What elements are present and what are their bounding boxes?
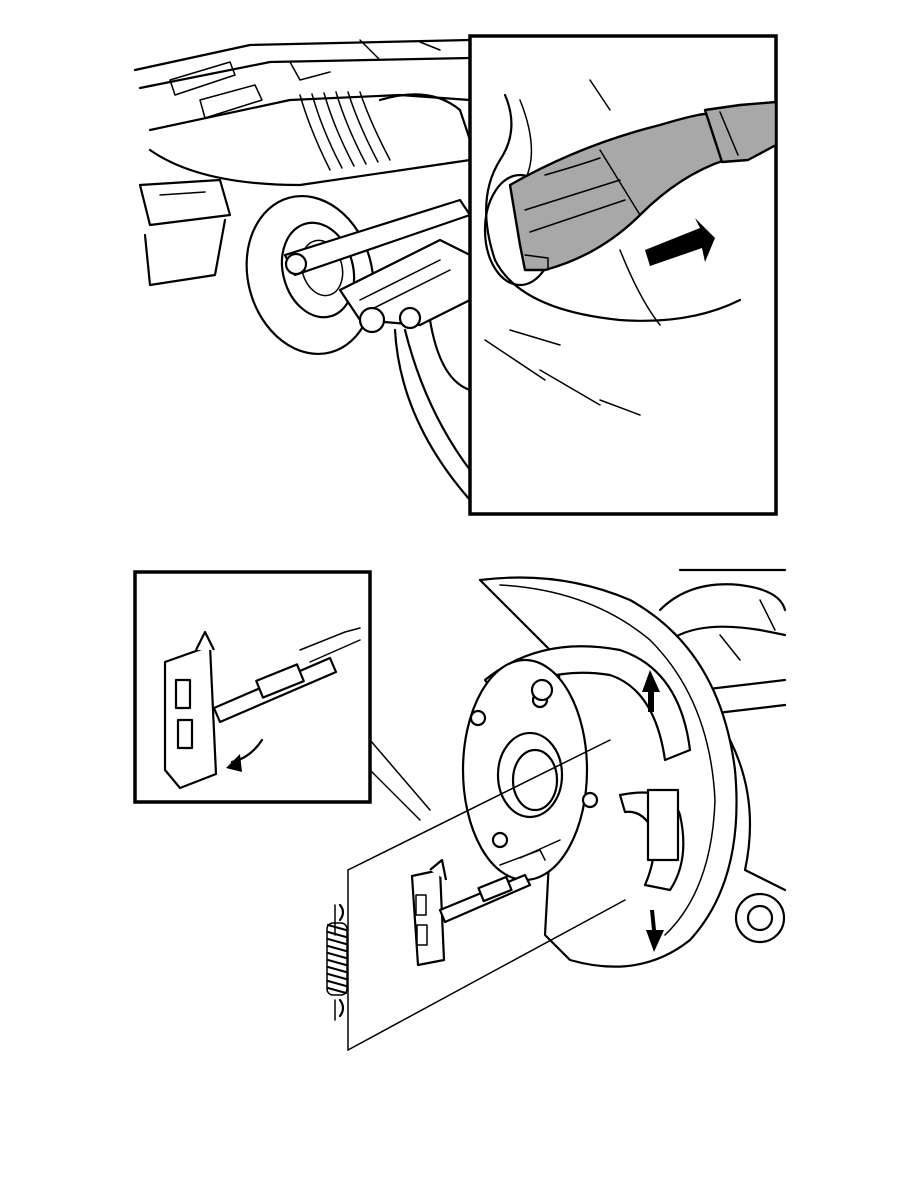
underbody-panel bbox=[133, 38, 472, 287]
parking-brake-lever bbox=[410, 839, 561, 967]
detail-inset-lever bbox=[133, 570, 431, 821]
return-spring bbox=[326, 903, 348, 1018]
figure-rear-axle-cable bbox=[0, 0, 918, 540]
figure-parking-brake-shoes bbox=[0, 540, 918, 1188]
detail-inset-cable bbox=[468, 34, 778, 516]
brake-disc bbox=[245, 194, 375, 356]
push-arrow-icon bbox=[645, 218, 715, 266]
brake-cable-lines bbox=[393, 318, 472, 502]
up-arrow-icon bbox=[642, 670, 660, 712]
wheel-hub bbox=[461, 658, 599, 882]
brake-shoe-drawing bbox=[133, 568, 787, 1051]
rotate-arrow-icon bbox=[226, 738, 264, 772]
exploded-view-lines bbox=[334, 739, 626, 1051]
rear-axle-drawing bbox=[133, 34, 778, 516]
down-arrow-icon bbox=[646, 910, 664, 952]
